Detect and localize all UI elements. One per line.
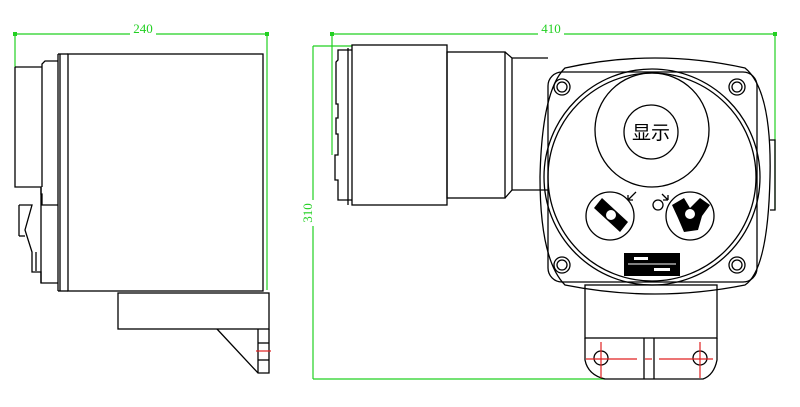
front-view: 410 310: [300, 21, 777, 380]
side-bracket: [117, 292, 271, 374]
nameplate: [624, 253, 680, 276]
motor-cylinder: [334, 44, 548, 206]
dimension-240-label: 240: [133, 21, 153, 36]
side-body: [67, 53, 264, 292]
dimension-310: 310: [300, 45, 605, 380]
mounting-base: [584, 284, 718, 380]
side-view: 240: [13, 21, 271, 374]
knob-left: [585, 191, 637, 241]
display-window: 显示: [594, 72, 710, 188]
dimension-310-label: 310: [300, 203, 315, 223]
dimension-240: 240: [13, 21, 269, 290]
dimension-410: 410: [330, 21, 777, 210]
control-housing: 显示: [539, 57, 776, 295]
display-label: 显示: [632, 122, 670, 144]
dimension-410-label: 410: [541, 21, 561, 36]
knob-right: [652, 191, 715, 241]
bolt-holes: [553, 78, 746, 274]
centerlines: [586, 342, 713, 378]
